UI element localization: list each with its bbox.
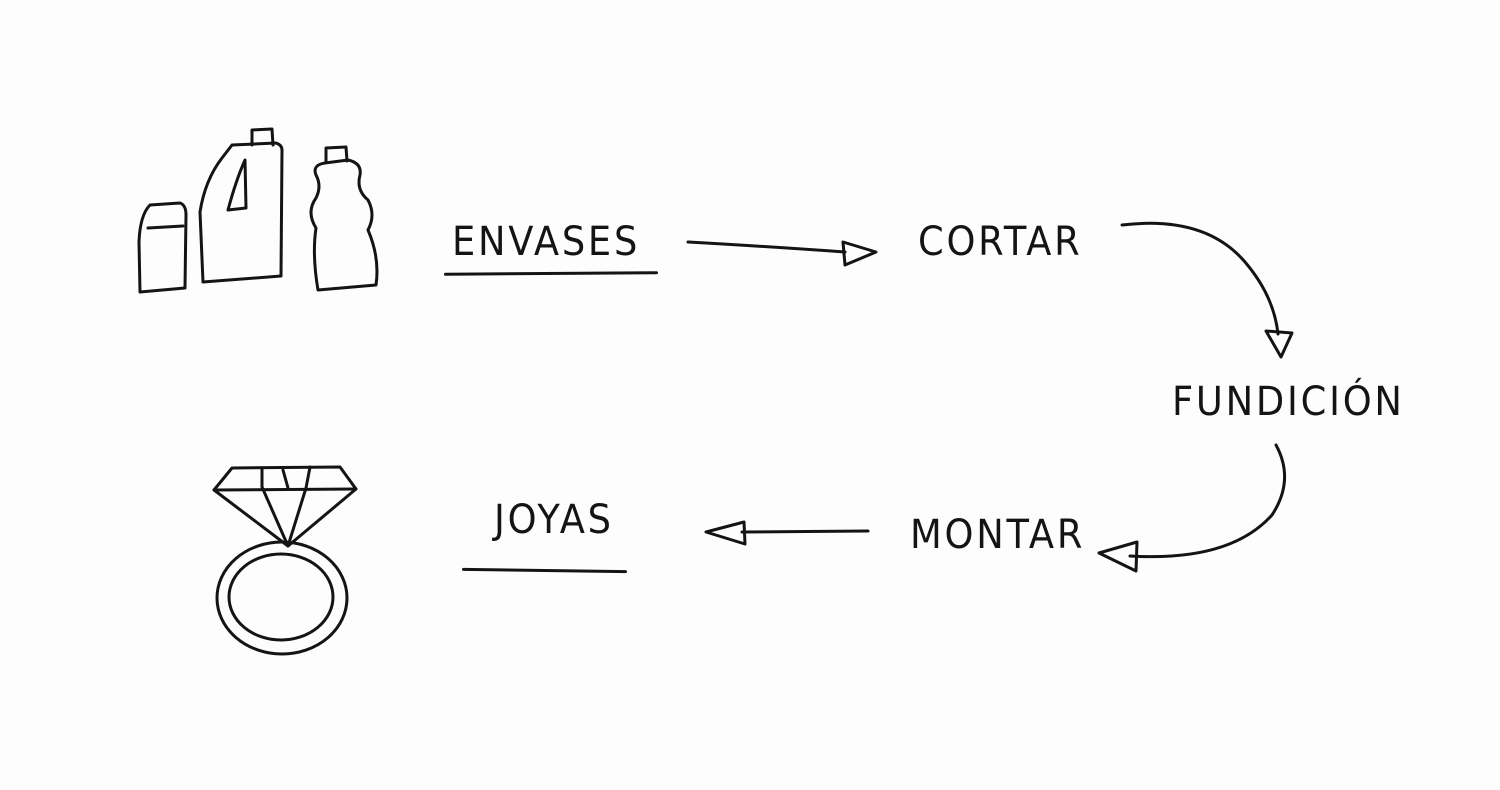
step-label-fundicion: FUNDICIÓN [1172, 379, 1405, 425]
step-label-cortar: CORTAR [918, 219, 1083, 265]
step-label-envases: ENVASES [452, 219, 641, 265]
arrow-fundicion-to-montar [1097, 443, 1287, 573]
diamond-ring-icon [212, 465, 358, 656]
arrow-envases-to-cortar [686, 240, 878, 267]
step-label-montar: MONTAR [910, 512, 1086, 558]
step-label-joyas: JOYAS [494, 497, 614, 543]
arrow-cortar-to-fundicion [1120, 221, 1294, 359]
bottles-icon [137, 127, 379, 294]
arrow-montar-to-joyas [704, 520, 870, 546]
